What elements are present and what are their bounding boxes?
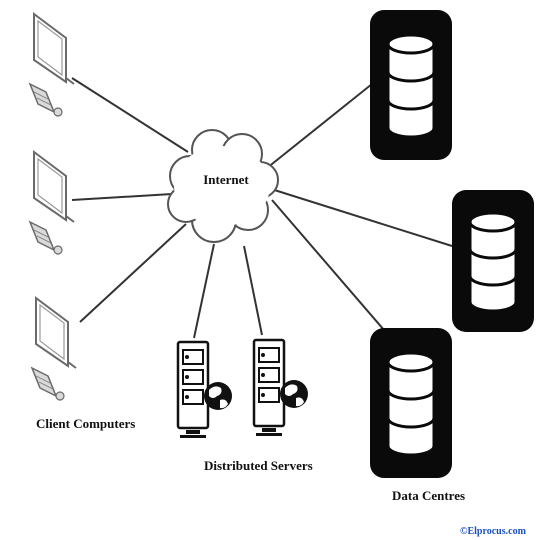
link-datacentre-2-internet — [267, 187, 453, 247]
keyboard-icon — [28, 82, 63, 117]
cloud-icon — [167, 129, 279, 243]
internet-cloud: Internet — [167, 129, 279, 243]
keyboard-icon — [28, 220, 63, 255]
server-icon — [252, 338, 286, 436]
server-icon — [176, 340, 210, 438]
link-client-3-internet — [79, 223, 187, 323]
data-centres: Data Centres — [370, 10, 534, 503]
keyboard-icon — [30, 366, 65, 401]
monitor-icon — [35, 296, 77, 369]
credit-text: ©Elprocus.com — [460, 526, 527, 537]
client-computer-3 — [30, 296, 77, 401]
database-icon — [370, 328, 452, 478]
data-centre-1 — [370, 10, 452, 160]
monitor-icon — [33, 150, 75, 223]
distributed-server-1 — [176, 340, 232, 438]
globe-icon — [204, 382, 232, 410]
link-datacentre-1-internet — [261, 83, 373, 173]
link-datacentre-3-internet — [271, 199, 385, 331]
monitor-icon — [33, 12, 75, 85]
client-computers: Client Computers — [28, 12, 135, 431]
distributed-servers: Distributed Servers — [176, 338, 313, 473]
database-icon — [452, 190, 534, 332]
link-client-2-internet — [71, 193, 173, 201]
data-centre-2 — [452, 190, 534, 332]
data-centres-label: Data Centres — [392, 488, 465, 503]
distributed-servers-label: Distributed Servers — [204, 458, 313, 473]
link-server-2-internet — [243, 245, 263, 336]
client-computers-label: Client Computers — [36, 416, 135, 431]
connections — [71, 77, 453, 339]
client-computer-1 — [28, 12, 75, 117]
link-client-1-internet — [71, 77, 189, 153]
database-icon — [370, 10, 452, 160]
data-centre-3 — [370, 328, 452, 478]
client-computer-2 — [28, 150, 75, 255]
internet-label: Internet — [203, 172, 249, 187]
link-server-1-internet — [193, 243, 215, 339]
distributed-server-2 — [252, 338, 308, 436]
globe-icon — [280, 380, 308, 408]
